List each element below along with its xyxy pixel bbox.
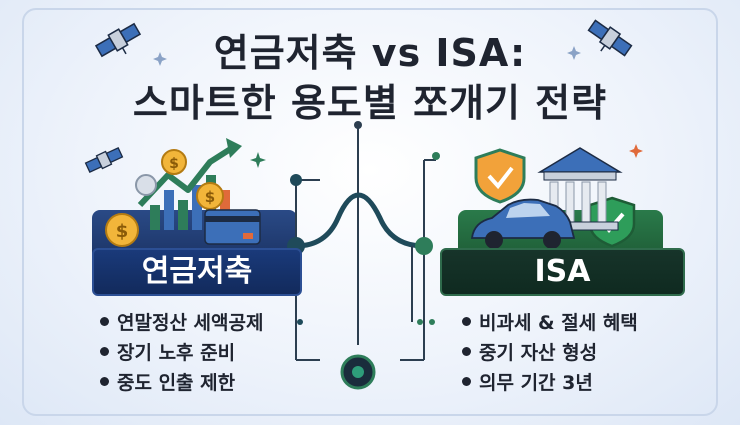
svg-text:$: $ (205, 188, 215, 206)
credit-card-icon (204, 209, 261, 245)
title-line-1: 연금저축 vs ISA: (213, 31, 527, 75)
isa-label: ISA (440, 248, 685, 296)
isa-list: 비과세 & 절세 혜택 중기 자산 형성 의무 기간 3년 (462, 308, 638, 398)
satellite-icon (84, 146, 124, 174)
bullet-dot (462, 377, 471, 386)
sparkle-icon (153, 46, 643, 168)
list-item: 비과세 & 절세 혜택 (462, 308, 638, 338)
bullet-dot (100, 347, 109, 356)
trend-arrow-icon (137, 138, 242, 208)
bullet-dot (100, 317, 109, 326)
car-icon (470, 198, 576, 249)
coin-icon: $ $ $ (105, 149, 224, 247)
bullet-dot (462, 347, 471, 356)
list-item: 중기 자산 형성 (462, 338, 638, 368)
svg-text:$: $ (116, 221, 129, 242)
list-item: 의무 기간 3년 (462, 368, 638, 398)
bullet-dot (100, 377, 109, 386)
svg-text:$: $ (169, 156, 179, 172)
title-line-2: 스마트한 용도별 쪼개기 전략 (132, 81, 608, 125)
satellite-icon (94, 22, 142, 58)
pension-savings-label: 연금저축 (92, 248, 302, 296)
list-item: 중도 인출 제한 (100, 368, 263, 398)
bullet-dot (462, 317, 471, 326)
list-item: 장기 노후 준비 (100, 338, 263, 368)
list-item: 연말정산 세액공제 (100, 308, 263, 338)
network-node-icon (295, 125, 436, 361)
pension-savings-list: 연말정산 세액공제 장기 노후 준비 중도 인출 제한 (100, 308, 263, 398)
bank-icon (537, 147, 623, 231)
frame-border (22, 8, 718, 416)
satellite-icon (587, 19, 633, 57)
network-node-icon (287, 121, 440, 390)
